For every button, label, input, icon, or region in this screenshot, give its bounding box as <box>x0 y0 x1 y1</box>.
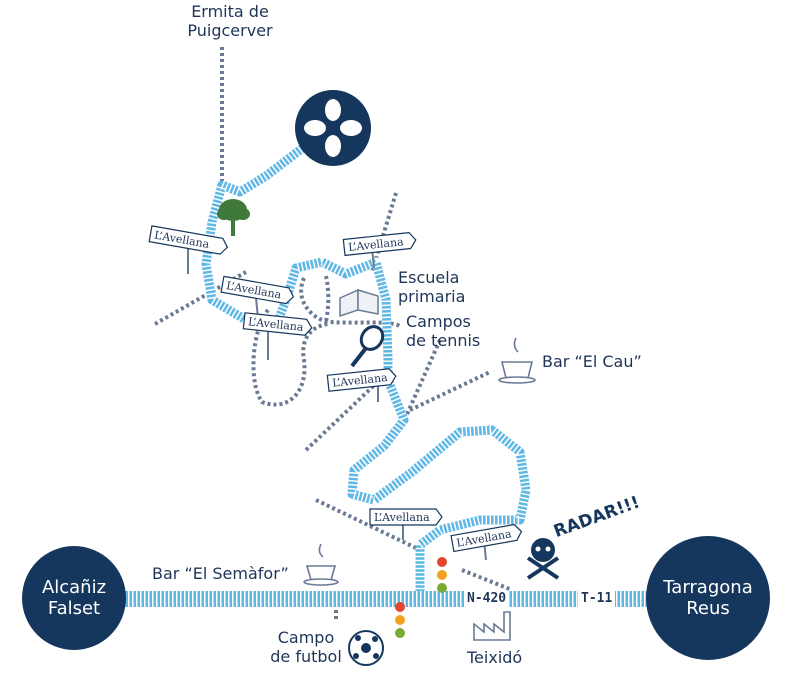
avellana-sign: L’Avellana <box>369 508 443 540</box>
street-loop-south <box>251 308 329 407</box>
street-east-diag <box>398 339 442 431</box>
label-bar-cau: Bar “El Cau” <box>542 352 642 371</box>
avellana-sign: L’Avellana <box>342 231 417 269</box>
street-southwest <box>304 373 387 452</box>
street-radar <box>461 568 513 592</box>
street-school-left <box>324 275 331 323</box>
road-n420: N-420 <box>464 591 510 607</box>
coffee-cup-icon <box>498 337 536 384</box>
sign-board <box>242 312 313 336</box>
street-bottom-diag <box>315 498 417 550</box>
sign-board <box>220 275 295 305</box>
tennis-racket-icon <box>350 325 385 368</box>
destination-alcaniz: Alcañiz Falset <box>22 546 126 650</box>
traffic-light-icon <box>437 557 447 593</box>
book-icon <box>339 288 379 318</box>
sign-board <box>148 225 229 255</box>
avellana-sign: L’Avellana <box>326 368 397 402</box>
street-to-elcau <box>409 370 491 412</box>
label-bar-semafor: Bar “El Semàfor” <box>152 564 289 583</box>
tree-icon <box>217 199 250 236</box>
avellana-sign: L’Avellana <box>220 275 295 319</box>
skull-crossbones-icon <box>526 538 560 580</box>
sign-label: L’Avellana <box>374 511 430 524</box>
label-tennis: Campos de tennis <box>406 312 481 350</box>
road-t11: T-11 <box>578 591 616 607</box>
factory-icon <box>473 611 511 641</box>
sign-board <box>450 523 523 553</box>
football-icon <box>348 630 384 666</box>
sign-label: L’Avellana <box>332 371 389 390</box>
highway <box>100 591 652 607</box>
sign-board <box>369 508 443 526</box>
label-factory: Teixidó <box>467 648 523 667</box>
avellana-sign: L’Avellana <box>242 312 313 360</box>
avellana-sign: L’Avellana <box>148 225 229 274</box>
destination-tarragona: Tarragona Reus <box>646 536 770 660</box>
sign-board <box>326 368 397 392</box>
logo-clover-icon <box>295 90 371 166</box>
destination-ermita: Ermita de Puigcerver <box>187 2 273 40</box>
traffic-light-icon <box>395 602 405 638</box>
sign-board <box>342 231 417 257</box>
avellana-sign: L’Avellana <box>450 523 523 561</box>
sign-label: L’Avellana <box>247 315 304 334</box>
coffee-cup-icon <box>303 543 339 586</box>
label-football: Campo de futbol <box>270 628 342 666</box>
sign-label: L’Avellana <box>348 235 405 254</box>
label-school: Escuela primaria <box>398 268 466 306</box>
